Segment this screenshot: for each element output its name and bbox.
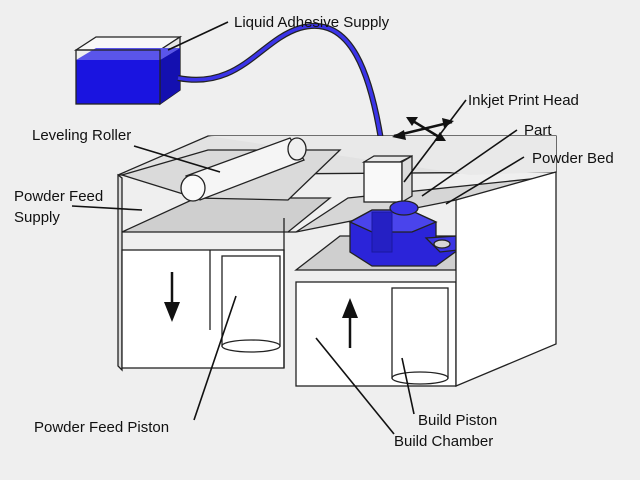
label-part: Part: [524, 122, 552, 139]
right-side-panel: [455, 171, 557, 387]
print-head: [361, 154, 413, 204]
label-powder-feed-piston: Powder Feed Piston: [34, 419, 169, 436]
leader-lines: [71, 21, 525, 435]
feed-powder-surface: [121, 197, 332, 233]
adhesive-liquid: [76, 60, 160, 104]
label-liquid-adhesive-supply: Liquid Adhesive Supply: [234, 14, 390, 31]
adhesive-tank: [73, 35, 183, 106]
part: [348, 200, 459, 267]
label-powder-bed: Powder Bed: [532, 150, 614, 167]
label-inkjet-print-head: Inkjet Print Head: [468, 92, 579, 109]
label-powder-feed-supply-line2: Supply: [14, 209, 60, 226]
labels: Liquid Adhesive Supply Inkjet Print Head…: [14, 14, 614, 450]
feed-piston-cylinder: [221, 255, 281, 347]
label-powder-feed-supply-line1: Powder Feed: [14, 188, 103, 205]
leveling-roller: [180, 137, 307, 202]
build-piston-cylinder: [391, 287, 449, 379]
down-arrow-icon: [164, 272, 180, 322]
label-build-piston: Build Piston: [418, 412, 497, 429]
label-build-chamber: Build Chamber: [394, 433, 493, 450]
adhesive-hose: [177, 23, 387, 161]
front-panels: [117, 171, 557, 387]
up-arrow-icon: [342, 298, 358, 348]
label-leveling-roller: Leveling Roller: [32, 127, 131, 144]
